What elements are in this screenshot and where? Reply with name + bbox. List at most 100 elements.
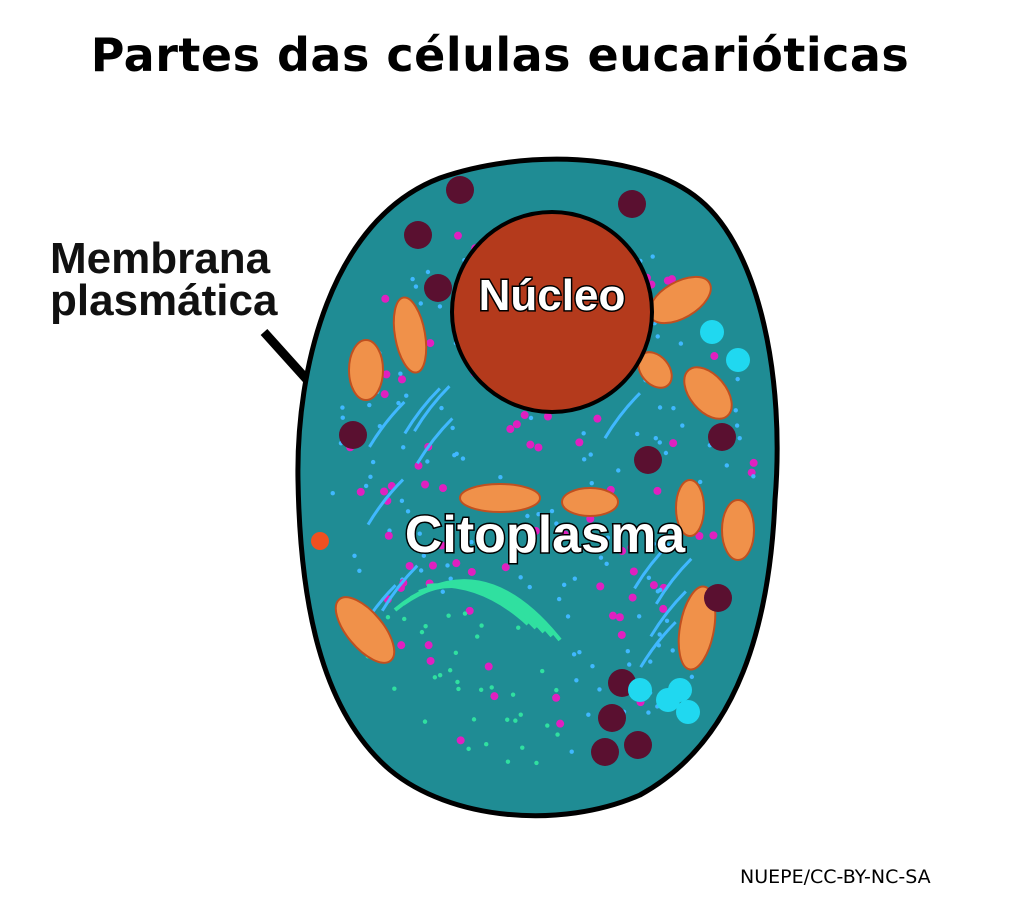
vesicle [554, 687, 559, 693]
vesicle [560, 530, 569, 539]
vesicle [453, 231, 462, 240]
vesicle [380, 487, 389, 496]
organelles-group [311, 176, 758, 766]
vesicle [605, 535, 611, 540]
vesicle [426, 656, 435, 665]
vesicle [552, 693, 561, 702]
vacuole [676, 700, 700, 724]
vesicle [399, 498, 405, 504]
vesicle [554, 521, 559, 526]
nucleus-label: Núcleo [479, 271, 626, 320]
vesicle [657, 440, 662, 445]
vesicle [516, 625, 521, 630]
vesicle [422, 719, 428, 724]
vesicle [697, 479, 703, 485]
vesicle [651, 541, 656, 547]
vacuole [700, 320, 724, 344]
vesicle [575, 438, 584, 447]
vesicle [549, 508, 555, 514]
vesicle [574, 678, 579, 683]
vesicle [655, 589, 661, 594]
mitochondrion [392, 296, 428, 374]
vesicle [664, 618, 670, 623]
vesicle [456, 736, 465, 745]
vesicle [437, 541, 446, 550]
vesicle [424, 641, 433, 650]
vesicle [397, 641, 406, 650]
vesicle [627, 662, 632, 667]
vesicle [419, 629, 425, 635]
vesicle [392, 686, 397, 691]
vesicle [397, 375, 406, 384]
vesicle [352, 553, 357, 558]
mitochondrion [334, 596, 396, 664]
vesicle [476, 543, 481, 548]
vesicle [513, 718, 518, 723]
vesicle [616, 468, 621, 473]
vacuole [726, 348, 750, 372]
vesicle [421, 480, 430, 489]
vesicle [597, 687, 602, 692]
vesicle [625, 649, 631, 654]
vesicle [462, 611, 468, 616]
mitochondrion [459, 483, 541, 513]
diagram-title: Partes das células eucarióticas [90, 28, 910, 82]
vesicle [414, 461, 423, 470]
vesicle [520, 745, 525, 750]
vesicle [561, 582, 567, 588]
vesicle [590, 664, 595, 669]
vesicle [413, 284, 419, 289]
vesicle [527, 584, 532, 590]
vesicle [370, 459, 376, 465]
lysosome [708, 423, 736, 451]
vesicle [425, 459, 430, 464]
lysosome [404, 221, 432, 249]
vesicle [569, 749, 574, 754]
vesicle [615, 613, 624, 622]
vesicle [663, 450, 669, 456]
vesicle [423, 624, 428, 629]
vesicle [471, 717, 477, 722]
vesicle [520, 411, 529, 420]
lysosome [339, 421, 367, 449]
vesicle [734, 423, 740, 428]
vesicle [380, 390, 389, 399]
lysosome [446, 176, 474, 204]
vesicle [635, 431, 640, 437]
vesicle [452, 559, 461, 568]
vesicle [469, 539, 474, 545]
vesicle [505, 759, 511, 764]
vesicle [421, 553, 427, 558]
vesicle [668, 535, 673, 541]
vesicle [556, 596, 562, 602]
vesicle [385, 614, 391, 620]
golgi-apparatus [426, 583, 530, 626]
lysosome [618, 190, 646, 218]
endoplasmic-reticulum [603, 392, 642, 439]
vesicle [356, 487, 365, 496]
cytoplasm-label: Citoplasma [405, 506, 686, 564]
vesicle [525, 513, 530, 519]
vesicle [545, 723, 550, 728]
vesicle [484, 662, 493, 671]
vesicle [340, 405, 345, 410]
vesicle [540, 668, 545, 674]
vesicle [440, 589, 445, 594]
vesicle [572, 576, 578, 581]
vesicle [555, 732, 560, 737]
vesicle [534, 760, 539, 766]
vesicle [478, 687, 484, 692]
vesicle [577, 649, 582, 655]
vesicle [571, 652, 577, 657]
endoplasmic-reticulum [380, 564, 419, 612]
vesicle [709, 531, 718, 540]
vacuole [668, 678, 692, 702]
vesicle [479, 623, 484, 628]
vesicle [617, 630, 626, 639]
vesicle [367, 402, 372, 408]
golgi-apparatus [418, 584, 538, 630]
endoplasmic-reticulum [413, 385, 451, 432]
vesicle [653, 436, 658, 441]
vesicle [396, 400, 401, 406]
vesicle [450, 425, 455, 431]
